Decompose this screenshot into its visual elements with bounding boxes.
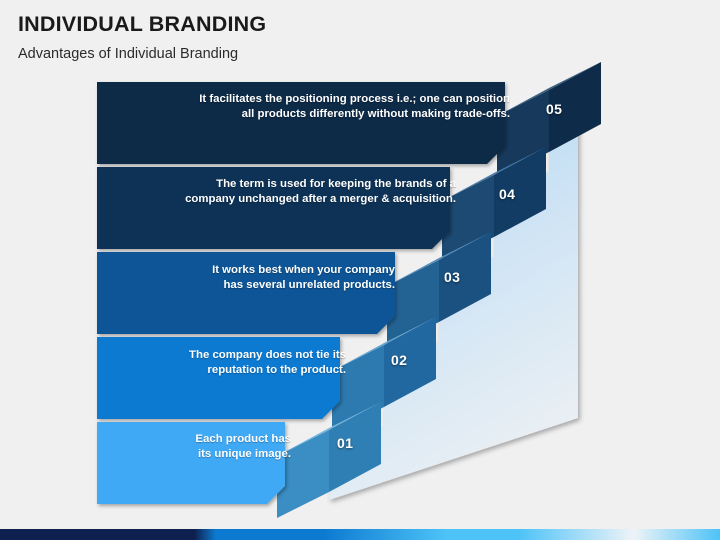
step-group-02[interactable] <box>97 317 436 433</box>
cube-side-01 <box>329 402 381 492</box>
cube-top-01 <box>277 402 381 456</box>
cube-side-02 <box>384 317 436 407</box>
cube-side-04 <box>494 147 546 237</box>
cube-front-01 <box>277 430 329 518</box>
slide-header: INDIVIDUAL BRANDING Advantages of Indivi… <box>18 12 678 63</box>
step-panel-03[interactable] <box>97 252 395 334</box>
step-panel-01[interactable] <box>97 422 285 504</box>
step-group-01[interactable] <box>97 402 381 518</box>
footer-accent-bar <box>0 529 720 540</box>
cube-side-05 <box>549 62 601 152</box>
step-panel-05[interactable] <box>97 82 505 164</box>
step-panel-04[interactable] <box>97 167 450 249</box>
step-group-04[interactable] <box>97 147 546 263</box>
cube-top-03 <box>387 232 491 286</box>
staircase-diagram: It facilitates the positioning process i… <box>0 60 720 520</box>
cube-top-05 <box>497 62 601 116</box>
page-subtitle: Advantages of Individual Branding <box>18 45 239 62</box>
cube-side-03 <box>439 232 491 322</box>
staircase-svg <box>97 62 601 518</box>
cube-top-02 <box>332 317 436 371</box>
step-panel-02[interactable] <box>97 337 340 419</box>
page-title: INDIVIDUAL BRANDING <box>18 12 267 36</box>
cube-top-04 <box>442 147 546 201</box>
step-cube-01 <box>277 402 381 518</box>
